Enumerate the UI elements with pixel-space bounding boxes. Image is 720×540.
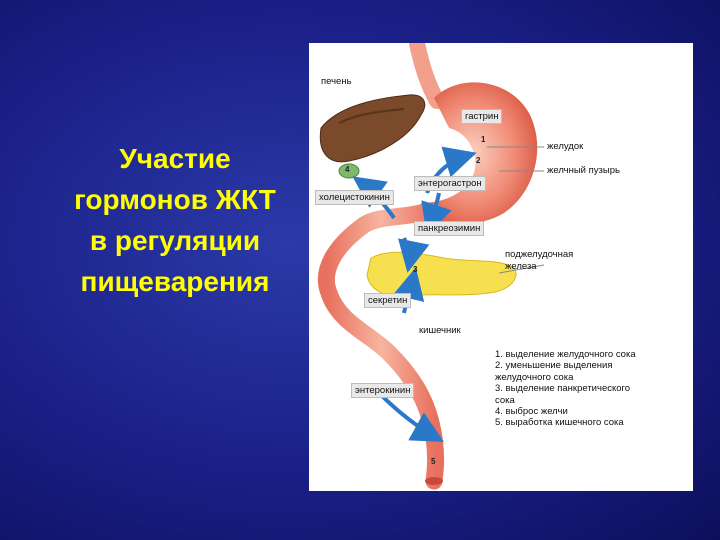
label-liver: печень [321, 76, 352, 87]
label-intestine: кишечник [419, 325, 461, 336]
legend: 1. выделение желудочного сока 2. уменьше… [495, 349, 690, 429]
marker-3: 3 [413, 265, 417, 274]
label-gallbladder: желчный пузырь [547, 165, 620, 176]
pancreas-shape [367, 252, 516, 296]
marker-1: 1 [481, 135, 485, 144]
liver-shape [320, 95, 424, 162]
marker-2: 2 [476, 156, 480, 165]
legend-item: 1. выделение желудочного сока [495, 349, 690, 360]
label-pancreas-2: железа [505, 261, 537, 272]
title-line-3: в регуляции [40, 220, 310, 261]
hormone-secretin: секретин [364, 293, 411, 308]
marker-5: 5 [431, 457, 435, 466]
title-line-1: Участие [40, 138, 310, 179]
esophagus-shape [417, 43, 437, 101]
label-pancreas-1: поджелудочная [505, 249, 573, 260]
legend-item: 3. выделение панкретического [495, 383, 690, 394]
legend-item: 5. выработка кишечного сока [495, 417, 690, 428]
hormone-gastrin: гастрин [461, 109, 502, 124]
slide-title: Участие гормонов ЖКТ в регуляции пищевар… [40, 138, 310, 302]
digestive-diagram: печень желудок желчный пузырь поджелудоч… [309, 43, 693, 491]
hormone-enterokinin: энтерокинин [351, 383, 414, 398]
marker-4: 4 [345, 165, 349, 174]
title-line-2: гормонов ЖКТ [40, 179, 310, 220]
legend-item: 4. выброс желчи [495, 406, 690, 417]
hormone-pancreozymin: панкреозимин [414, 221, 484, 236]
legend-item: 2. уменьшение выделения [495, 360, 690, 371]
intestine-end-shape [425, 477, 443, 485]
label-stomach: желудок [547, 141, 583, 152]
hormone-enterogastron: энтерогастрон [414, 176, 486, 191]
intestine-shape [326, 211, 435, 481]
title-line-4: пищеварения [40, 261, 310, 302]
legend-item: желудочного сока [495, 372, 690, 383]
hormone-cholecystokinin: холецистокинин [315, 190, 394, 205]
legend-item: сока [495, 395, 690, 406]
